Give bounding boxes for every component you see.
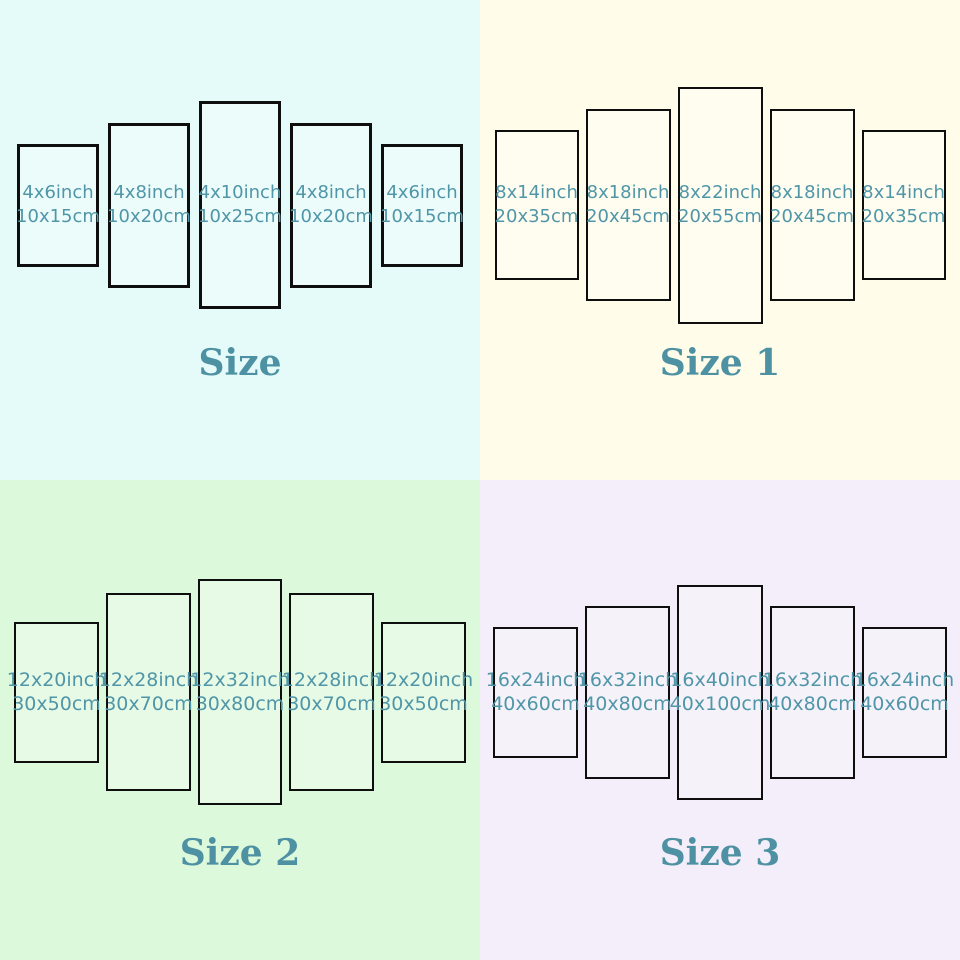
panel-size-inch: 16x40inch: [670, 669, 770, 691]
panel-row: 8x14inch 20x35cm 8x18inch 20x45cm 8x22inch…: [480, 0, 960, 410]
panel-size-cm: 30x50cm: [12, 693, 101, 715]
panel-row: 4x6inch 10x15cm 4x8inch 10x20cm 4x10inch 10…: [0, 0, 480, 410]
canvas-panel: 4x6inch 10x15cm: [380, 143, 464, 267]
panel-size-text: 4x8inch 10x20cm: [107, 181, 191, 229]
canvas-panel: 8x18inch 20x45cm: [769, 109, 855, 301]
panel-size-cm: 20x45cm: [770, 206, 854, 227]
panel-size-cm: 10x20cm: [107, 206, 191, 227]
panel-size-inch: 4x10inch: [198, 182, 282, 203]
panel-size-cm: 30x70cm: [104, 693, 193, 715]
panel-size-text: 8x18inch 20x45cm: [770, 181, 854, 229]
size-group-size: 4x6inch 10x15cm 4x8inch 10x20cm 4x10inch 10…: [0, 0, 480, 480]
panel-size-cm: 20x35cm: [494, 206, 579, 227]
canvas-panel: 4x8inch 10x20cm: [107, 122, 191, 288]
panel-size-inch: 12x28inch: [281, 669, 382, 691]
panel-size-cm: 10x20cm: [289, 206, 373, 227]
panel-size-cm: 20x55cm: [678, 206, 762, 227]
panel-size-inch: 16x32inch: [577, 669, 678, 691]
panel-size-cm: 20x35cm: [861, 206, 946, 227]
canvas-panel: 4x8inch 10x20cm: [289, 122, 373, 288]
panel-size-cm: 40x60cm: [491, 693, 580, 715]
panel-size-inch: 12x32inch: [190, 669, 290, 691]
panel-size-cm: 40x100cm: [669, 693, 771, 715]
panel-size-inch: 12x20inch: [6, 669, 107, 691]
panel-size-inch: 4x8inch: [113, 182, 185, 203]
panel-size-cm: 10x15cm: [380, 206, 464, 227]
panel-size-cm: 30x50cm: [379, 693, 468, 715]
panel-size-cm: 10x15cm: [16, 206, 100, 227]
panel-size-inch: 16x24inch: [485, 669, 586, 691]
panel-size-inch: 4x6inch: [386, 182, 458, 203]
size-group-title: Size: [198, 342, 282, 384]
panel-size-inch: 12x20inch: [373, 669, 474, 691]
panel-size-text: 4x10inch 10x25cm: [198, 181, 282, 229]
size-group-title: Size 2: [179, 832, 301, 874]
panel-size-cm: 40x80cm: [768, 693, 857, 715]
panel-size-inch: 8x18inch: [586, 182, 670, 203]
panel-size-text: 4x8inch 10x20cm: [289, 181, 373, 229]
panel-size-inch: 16x32inch: [762, 669, 863, 691]
panel-size-text: 4x6inch 10x15cm: [16, 181, 100, 229]
panel-size-inch: 8x14inch: [495, 182, 578, 203]
panel-size-text: 8x14inch 20x35cm: [862, 181, 946, 229]
size-group-title: Size 1: [659, 342, 781, 384]
panel-size-text: 8x18inch 20x45cm: [586, 181, 670, 229]
canvas-panel: 4x6inch 10x15cm: [16, 143, 100, 267]
panel-size-cm: 30x70cm: [287, 693, 376, 715]
canvas-panel: 8x14inch 20x35cm: [861, 130, 946, 280]
panel-size-cm: 30x80cm: [195, 693, 285, 715]
panel-size-cm: 10x25cm: [198, 206, 282, 227]
panel-size-inch: 8x22inch: [678, 182, 762, 203]
panel-size-inch: 8x18inch: [770, 182, 854, 203]
panel-size-cm: 40x80cm: [583, 693, 672, 715]
size-group-size-1: 8x14inch 20x35cm 8x18inch 20x45cm 8x22inch…: [480, 0, 960, 480]
canvas-panel: 8x22inch 20x55cm: [677, 86, 763, 324]
panel-size-text: 4x6inch 10x15cm: [380, 181, 464, 229]
panel-size-cm: 20x45cm: [586, 206, 670, 227]
panel-size-inch: 4x6inch: [22, 182, 94, 203]
panel-size-text: 8x22inch 20x55cm: [678, 181, 762, 229]
panel-size-inch: 12x28inch: [98, 669, 199, 691]
panel-size-cm: 40x60cm: [860, 693, 949, 715]
panel-size-inch: 4x8inch: [295, 182, 367, 203]
size-group-title: Size 3: [659, 832, 781, 874]
panel-size-inch: 8x14inch: [862, 182, 945, 203]
canvas-panel: 8x18inch 20x45cm: [585, 109, 671, 301]
canvas-panel: 4x10inch 10x25cm: [198, 101, 282, 309]
panel-size-text: 8x14inch 20x35cm: [495, 181, 579, 229]
panel-size-inch: 16x24inch: [854, 669, 955, 691]
canvas-panel: 8x14inch 20x35cm: [494, 130, 579, 280]
